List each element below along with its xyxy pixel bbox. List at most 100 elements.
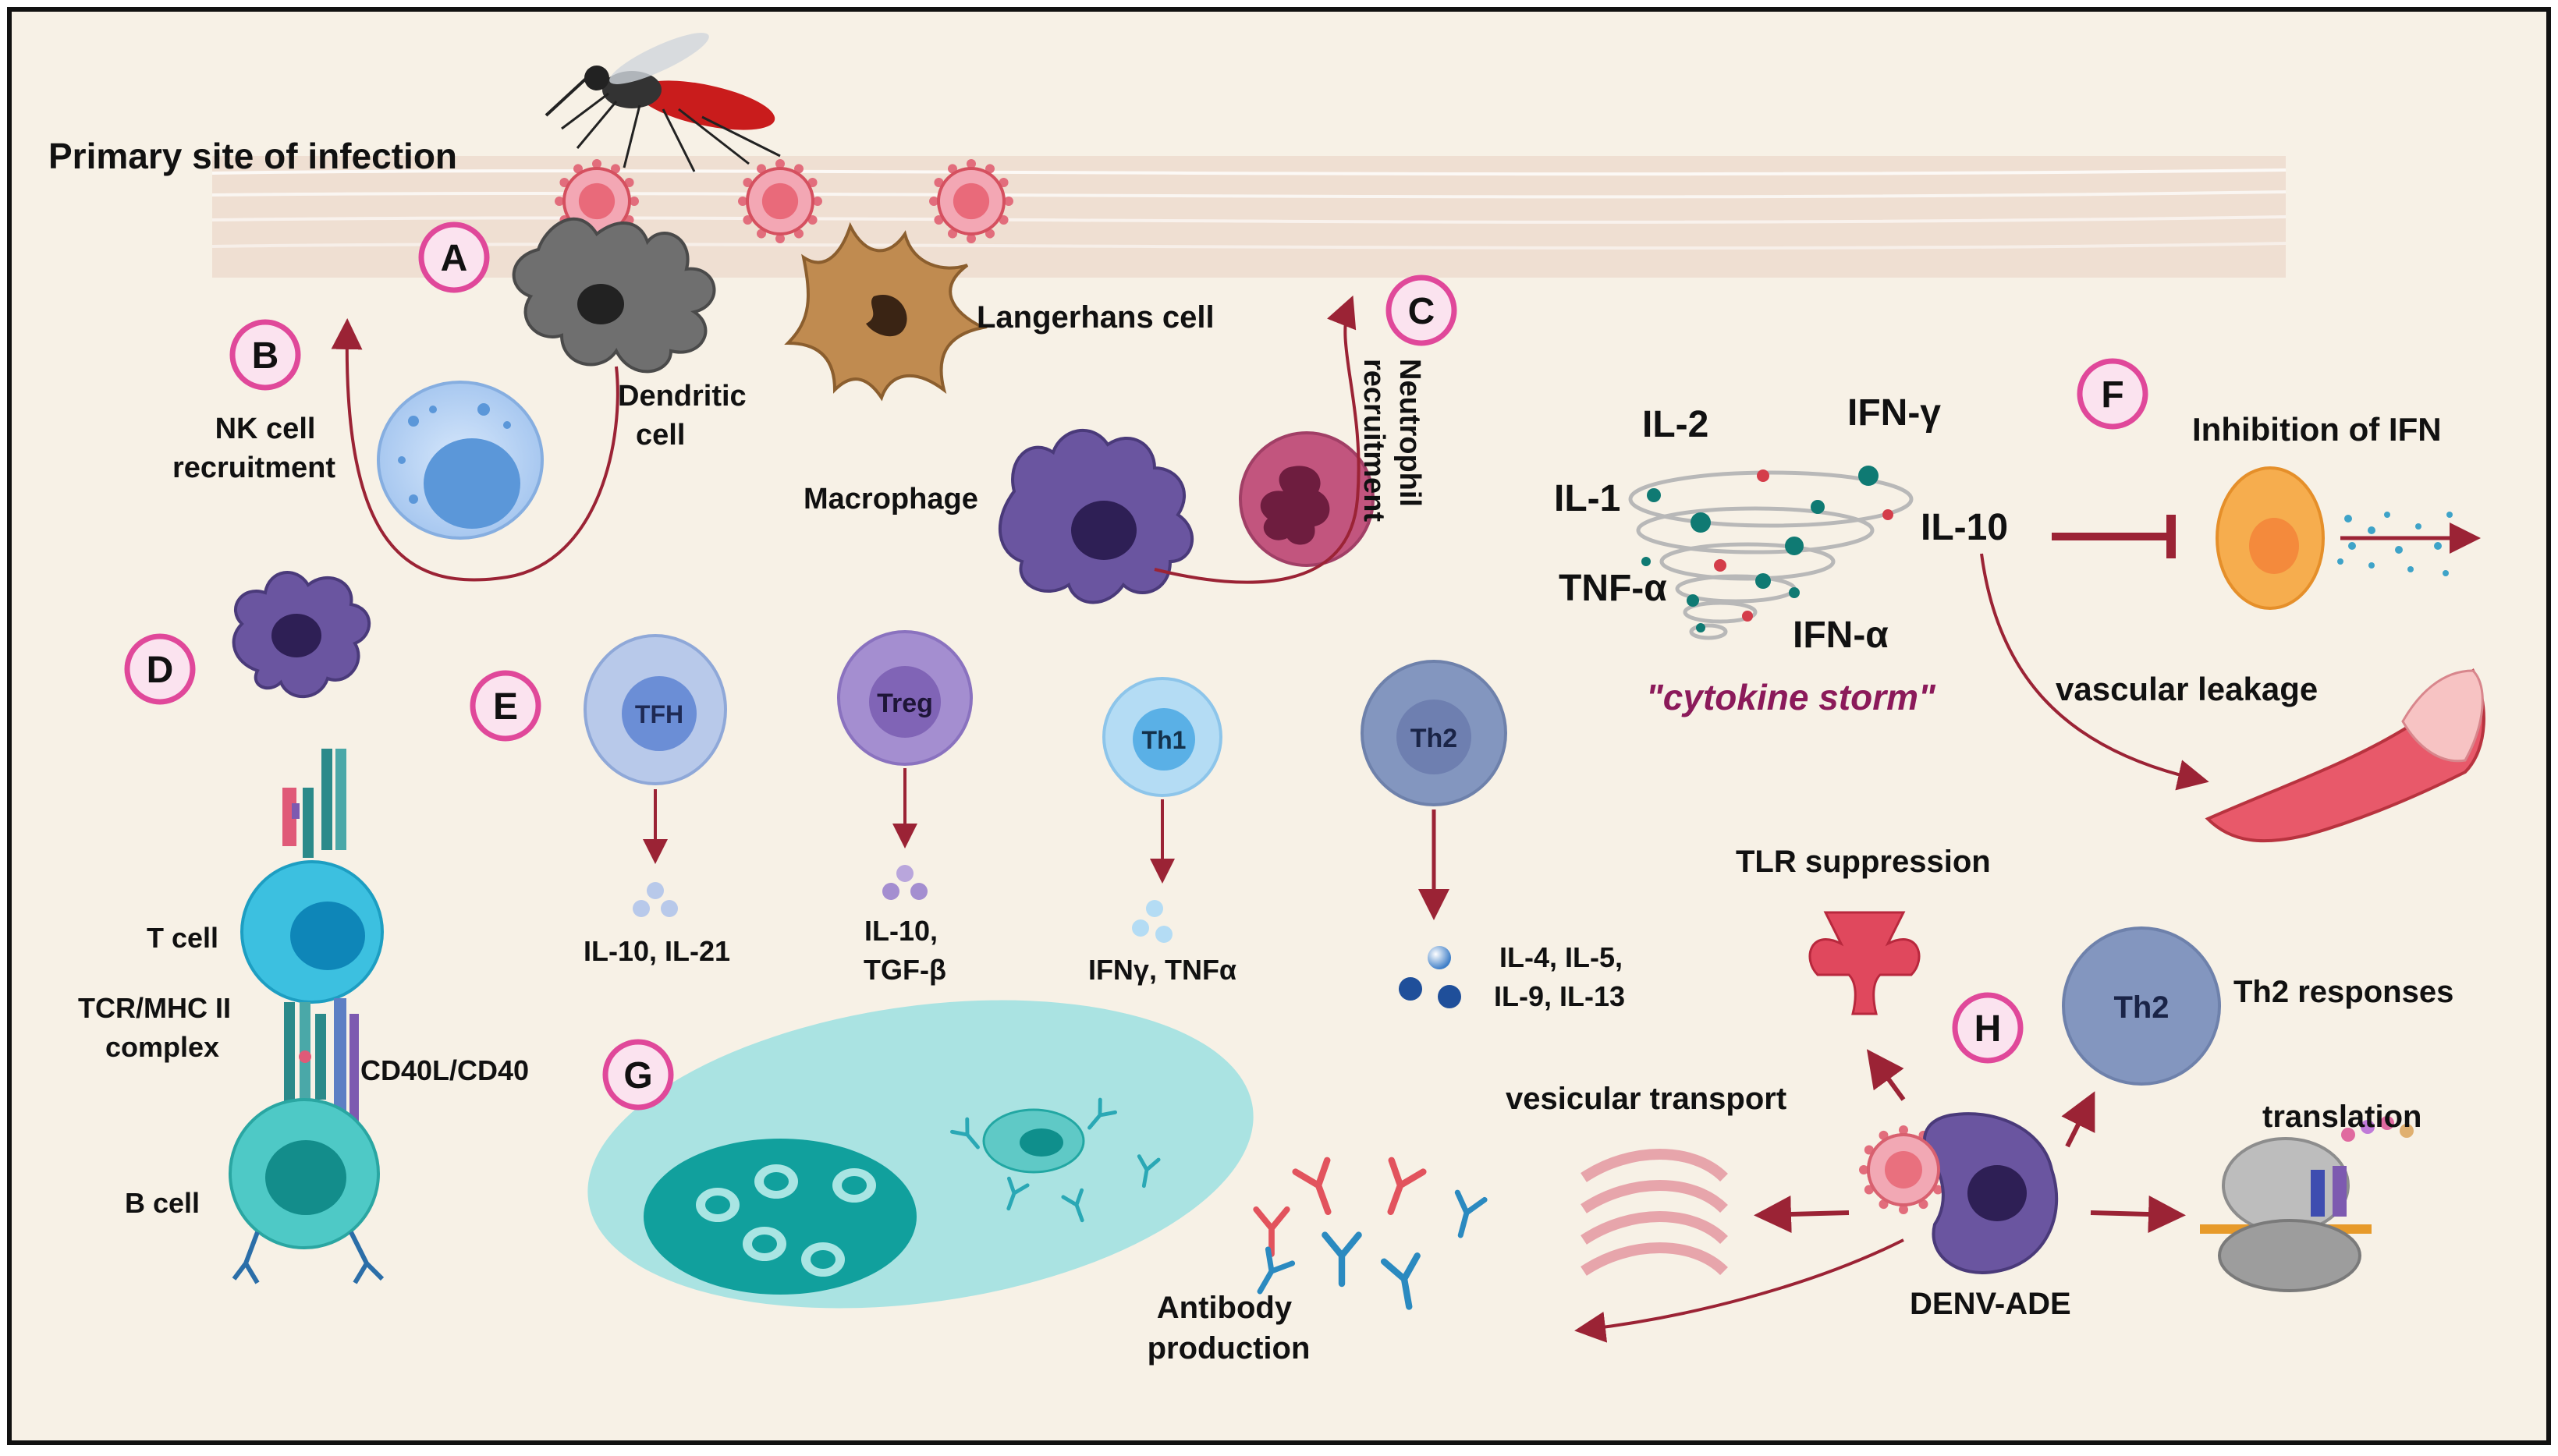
antibody-icon [1006,1176,1030,1211]
antibody-small-icon [232,1231,385,1284]
badge-f: F [2077,358,2148,430]
denv-ade-label: DENV-ADE [1910,1287,2071,1321]
antibody-production-label: Antibody production [1148,1291,1311,1366]
th2-response-cell-icon [2062,926,2221,1086]
treg-cytokine-icon [882,865,928,900]
ribosome-icon [2200,1116,2414,1292]
ade-to-translation-arrow [2090,1196,2186,1234]
badge-letter-e: E [493,686,518,728]
dendritic-cell-label: Dendritic cell [618,380,754,452]
tfh-cytokine-icon [633,882,678,917]
ade-to-th2-arrow [2061,1091,2095,1148]
cd40-label: CD40L/CD40 [360,1054,529,1086]
ade-to-antibody-arrow [1574,1238,1904,1343]
vesicular-transport-label: vesicular transport [1506,1082,1786,1116]
b-cell-label: B cell [125,1187,200,1219]
badge-g: G [602,1039,674,1111]
tfh-cell-icon [584,634,727,785]
th2-label: Th2 [1410,724,1457,753]
th2-cell-icon [1361,660,1507,806]
antibody-icon [1257,1246,1296,1295]
macrophage-label: Macrophage [804,483,978,515]
antibody-icon [1087,1097,1118,1130]
ade-to-vesicular-arrow [1754,1196,1850,1234]
badge-letter-g: G [623,1055,652,1096]
nk-recruitment-arrow [331,318,619,582]
tcr-mhc-label: TCR/MHC II complex [78,992,239,1063]
golgi-icon [1581,1149,1728,1276]
antibody-icon [1061,1188,1084,1223]
dendritic-cell-icon [512,217,716,374]
neutrophil-recruitment-arrow [1154,295,1361,584]
blood-vessel-icon [2205,668,2485,843]
tfh-output-label: IL-10, IL-21 [584,935,730,967]
receptor-icon [282,749,346,858]
tlr-suppression-label: TLR suppression [1736,845,1991,879]
treg-cell-icon [837,630,973,766]
badge-a: A [418,221,490,293]
th2-output-label: IL-4, IL-5, IL-9, IL-13 [1494,941,1630,1012]
neutrophil-recruitment-label: Neutrophil recruitment [1357,359,1426,522]
nk-recruitment-label: NK cell recruitment [172,413,335,484]
t-cell-label: T cell [147,922,218,954]
cytokine-ifna: IFN-α [1793,615,1889,656]
antibody-icon [1387,1157,1427,1216]
antibody-icon [1380,1252,1421,1310]
cytokine-storm-label: "cytokine storm" [1646,677,1936,717]
antibody-icon [949,1117,980,1150]
nk-cell-icon [377,381,544,540]
cytokine-il2: IL-2 [1642,404,1708,445]
vascular-leakage-label: vascular leakage [2056,671,2318,707]
badge-letter-d: D [147,650,174,691]
antibody-icon [1454,1189,1488,1238]
treg-label: Treg [877,689,933,718]
antibody-icon [1322,1231,1362,1288]
ifn-dots-icon [2337,512,2453,576]
cd40-icon [334,998,359,1131]
virus-icon [738,159,822,243]
antibody-icon [1292,1157,1332,1216]
inhibition-ifn-label: Inhibition of IFN [2192,411,2442,448]
macrophage-icon [998,429,1194,604]
antibody-icon [1253,1206,1290,1257]
badge-c: C [1385,275,1457,346]
b-cell-icon [229,1098,380,1249]
antibody-icons [949,1097,1488,1310]
neutrophil-icon [1239,431,1375,567]
th2-cytokine-icon [1399,946,1461,1008]
antibody-icon [1137,1154,1161,1189]
cytokine-storm-icon [1628,466,1914,640]
t-cell-icon [240,860,384,1004]
tcr-mhc-icon [284,1002,326,1104]
badge-e: E [470,670,541,742]
badge-d: D [124,633,196,705]
langerhans-cell-icon [784,221,988,402]
badge-letter-f: F [2101,374,2123,416]
th1-output-label: IFNγ, TNFα [1088,954,1236,986]
langerhans-cell-label: Langerhans cell [977,300,1215,335]
denv-ade-cell-icon [1922,1112,2059,1274]
plasma-cell-icon [587,1000,1254,1309]
badge-letter-h: H [1974,1008,2002,1050]
ifn-cell-icon [2216,466,2325,610]
badge-letter-a: A [441,238,468,279]
cytokine-il10: IL-10 [1921,507,2008,548]
vascular-leakage-arrow [1980,553,2209,791]
translation-label: translation [2262,1100,2421,1134]
th2-responses-label: Th2 responses [2233,975,2453,1009]
ade-to-tlr-arrow [1866,1049,1906,1101]
badge-b: B [229,319,301,391]
th1-cytokine-icon [1132,900,1173,943]
th1-cell-icon [1102,677,1222,797]
denv-virus-complex-icon [1867,1133,1940,1206]
th1-label: Th1 [1142,726,1187,754]
tfh-label: TFH [635,700,683,728]
tlr-icon [1808,911,1921,1015]
virus-icon [929,159,1013,243]
cytokine-ifng: IFN-γ [1847,392,1941,434]
badge-h: H [1952,992,2024,1064]
badge-letter-b: B [252,335,279,377]
dc-top-icon [232,571,371,699]
badge-letter-c: C [1408,291,1435,332]
